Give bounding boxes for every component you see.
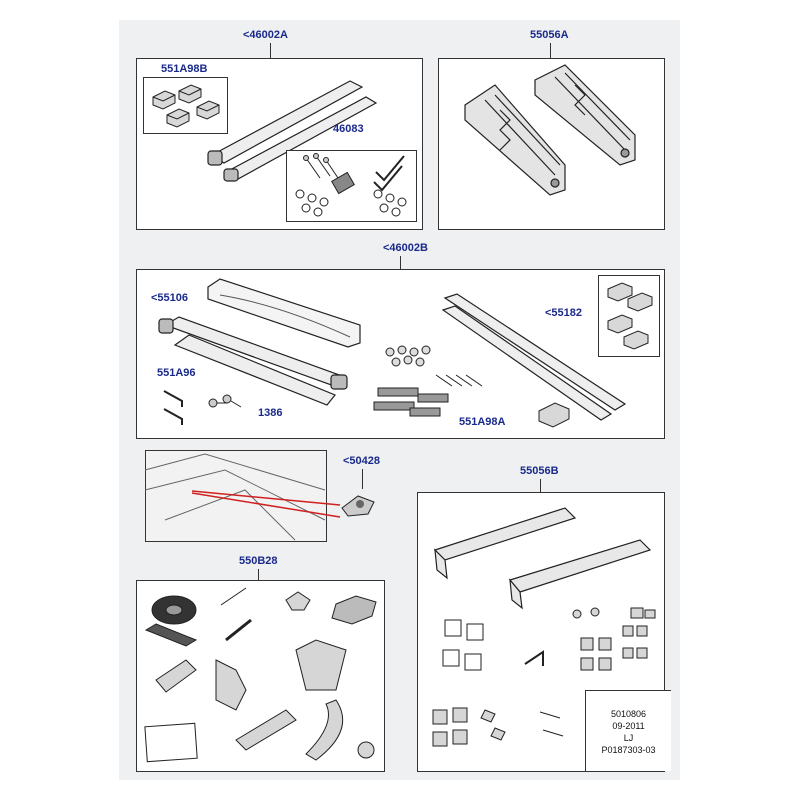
leader-50428 bbox=[362, 469, 363, 489]
label-46002b: <46002B bbox=[383, 242, 428, 254]
info-initials: LJ bbox=[623, 733, 634, 743]
red-leader-lines bbox=[191, 490, 341, 518]
label-55106: <55106 bbox=[151, 292, 189, 304]
vehicle-roof-view bbox=[145, 450, 327, 542]
label-551a98b: 551A98B bbox=[161, 63, 208, 75]
rails-art bbox=[441, 293, 627, 421]
rubber-pads-art bbox=[152, 84, 220, 128]
ski-carrier-55056b-art bbox=[433, 507, 652, 610]
vehicle-roof-art bbox=[144, 453, 326, 541]
label-55182: <55182 bbox=[545, 307, 583, 319]
fastener-kit-art bbox=[373, 345, 483, 417]
drawing-info-block: 5010806 09-2011 LJ P0187303-03 bbox=[585, 690, 671, 771]
leader-550b28 bbox=[258, 569, 259, 580]
bolt-kit-art bbox=[295, 153, 407, 217]
info-part-number: 5010806 bbox=[610, 709, 647, 719]
ski-hardware-art bbox=[432, 607, 656, 747]
feet-551a98a-art bbox=[538, 402, 570, 428]
label-55056a: 55056A bbox=[530, 29, 569, 41]
pads-55182-art bbox=[607, 282, 653, 350]
label-1386: 1386 bbox=[258, 407, 283, 419]
leader-55056a bbox=[550, 43, 551, 58]
label-46002a: <46002A bbox=[243, 29, 288, 41]
label-46083: 46083 bbox=[333, 123, 364, 135]
hex-wrench-art bbox=[163, 390, 183, 425]
ski-carrier-55056a-art bbox=[464, 64, 636, 196]
leader-55056b bbox=[540, 479, 541, 492]
leader-46002a bbox=[270, 43, 271, 58]
clamp-50428-art bbox=[341, 495, 375, 517]
label-55056b: 55056B bbox=[520, 465, 559, 477]
info-drawing-number: P0187303-03 bbox=[601, 745, 656, 755]
leader-46002b bbox=[400, 256, 401, 269]
label-550b28: 550B28 bbox=[239, 555, 278, 567]
keys-art bbox=[208, 394, 242, 408]
label-551a96: 551A96 bbox=[157, 367, 196, 379]
bag-art bbox=[207, 278, 361, 348]
roof-bars-46002b-art bbox=[158, 316, 348, 406]
label-551a98a: 551A98A bbox=[459, 416, 506, 428]
info-date: 09-2011 bbox=[612, 721, 645, 731]
roof-bars-46002a-art bbox=[207, 80, 378, 182]
label-50428: <50428 bbox=[343, 455, 381, 467]
accessory-kit-550b28-art bbox=[144, 587, 377, 763]
